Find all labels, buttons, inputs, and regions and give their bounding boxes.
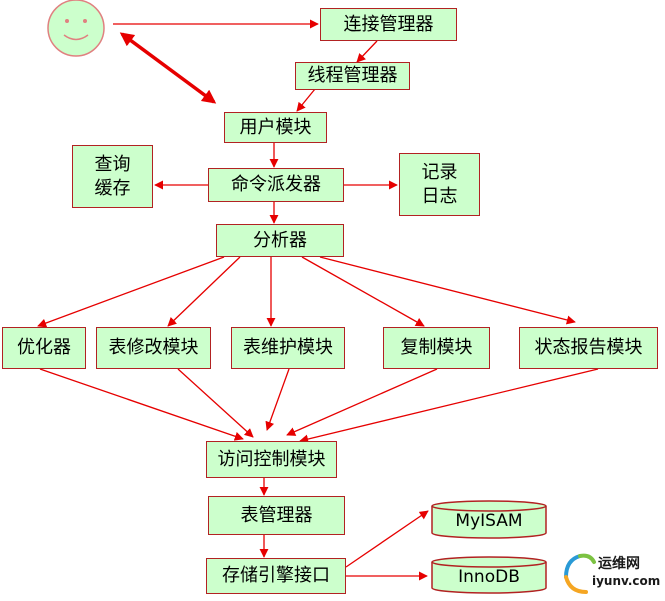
replication-box: 复制模块 (383, 327, 490, 369)
arrow-optimizer-to-access (39, 368, 244, 441)
arrow-replication-to-access (286, 368, 438, 436)
access-control-box: 访问控制模块 (206, 441, 337, 478)
table-maintain-box: 表维护模块 (231, 327, 345, 369)
myisam-label: MyISAM (455, 511, 523, 531)
arrow-connection-to-thread (356, 40, 378, 63)
innodb-cylinder (431, 556, 547, 594)
arrow-parser-to-status-report (319, 256, 576, 325)
arrow-status-report-to-access (299, 368, 599, 444)
user-smiley-icon (47, 0, 105, 57)
user-module-box: 用户模块 (224, 112, 327, 143)
arrow-table-maintain-to-access (265, 368, 290, 431)
table-modify-box: 表修改模块 (96, 327, 211, 369)
optimizer-box: 优化器 (2, 327, 86, 369)
watermark-brand: 运维网 (598, 556, 640, 572)
thread-manager-box: 线程管理器 (295, 62, 410, 90)
arrow-parser-to-table-modify (167, 256, 241, 327)
storage-engine-interface-box: 存储引擎接口 (206, 558, 346, 594)
log-label: 记录 日志 (421, 162, 458, 207)
command-dispatcher-box: 命令派发器 (208, 168, 344, 202)
parser-box: 分析器 (216, 224, 344, 257)
log-box: 记录 日志 (399, 153, 480, 216)
arrow-table-modify-to-access (177, 368, 254, 438)
arrow-parser-to-optimizer (37, 256, 225, 328)
connection-manager-box: 连接管理器 (320, 8, 457, 41)
iyunv-logo-icon (564, 553, 596, 594)
table-manager-box: 表管理器 (208, 496, 345, 535)
status-report-box: 状态报告模块 (519, 327, 658, 369)
arrow-user-module-to-user-bidirectional (119, 32, 217, 104)
arrow-thread-to-user-module (296, 88, 316, 112)
query-cache-label: 查询 缓存 (94, 154, 131, 199)
innodb-label: InnoDB (458, 567, 520, 587)
myisam-cylinder (431, 500, 547, 539)
watermark-url: iyunv.com (592, 574, 661, 588)
arrow-storage-to-myisam (345, 510, 429, 568)
query-cache-box: 查询 缓存 (72, 145, 153, 208)
arrow-parser-to-replication (301, 256, 425, 327)
